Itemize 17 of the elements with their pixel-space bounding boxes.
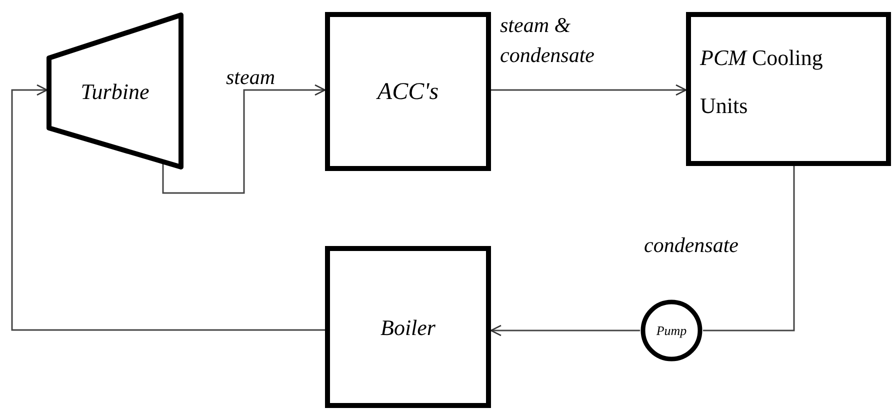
node-label: ACC's (377, 78, 439, 106)
flow-arrow (11, 84, 325, 331)
node-label: Pump (656, 322, 687, 340)
edge-label: condensate (644, 232, 740, 259)
flow-arrow (491, 84, 687, 96)
process-box (325, 12, 491, 171)
pump-circle (640, 299, 703, 362)
process-box (325, 246, 491, 408)
node-label: Turbine (80, 78, 150, 106)
node-label: Boiler (380, 314, 436, 342)
flow-arrow (162, 84, 326, 194)
edge-label: steam (226, 64, 276, 91)
turbine-shape (46, 12, 184, 170)
edge-label: steam & condensate (500, 12, 596, 69)
node-label: PCM Cooling Units (700, 44, 824, 120)
flow-arrow (490, 324, 640, 336)
process-box (686, 12, 891, 166)
